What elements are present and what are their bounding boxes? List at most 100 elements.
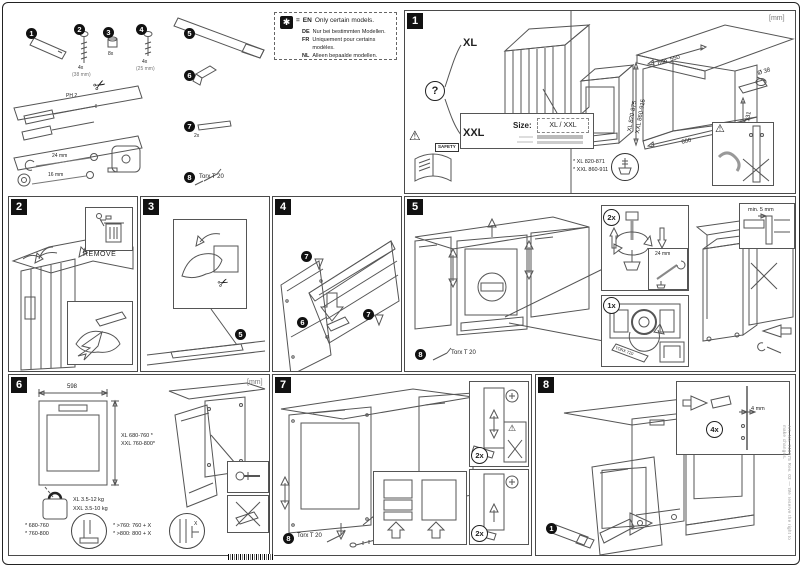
- barcode: 740875: [226, 554, 276, 565]
- note-lang-en: EN: [302, 17, 312, 24]
- wrench-16-label: 16 mm: [48, 172, 64, 178]
- extension-x-label: X: [194, 521, 198, 527]
- part-7-callout: 7: [301, 251, 312, 262]
- wrong-mount-inset: [227, 495, 269, 533]
- panel-height-xl: XL 680-760 *: [121, 433, 153, 439]
- clip-qty: 4x: [706, 421, 723, 438]
- step-3-illustration: [146, 308, 266, 366]
- part-1-number: 1: [26, 28, 37, 39]
- part-7-callout: 7: [363, 309, 374, 320]
- cut-strip-inset: ✂: [173, 219, 247, 309]
- part-7-qty: 2x: [194, 133, 200, 139]
- size-label: Size:: [513, 121, 532, 130]
- rating-label: Size: XL / XXL: [460, 113, 594, 149]
- warning-icon: ⚠: [409, 128, 421, 143]
- part-3-number: 3: [103, 27, 114, 38]
- height-note-2a: * >760: 760 + X: [113, 523, 152, 529]
- gap-dimension-label: 4 mm: [751, 406, 765, 412]
- parts-illustration: [13, 17, 265, 187]
- print-reference-note: Art. No. 740875 Rev. 03 — We reserve the…: [782, 425, 792, 541]
- extension-detail-circle: X: [169, 513, 205, 549]
- torx-tool-label: Torx T 20: [297, 533, 322, 539]
- step-4-illustration: [280, 240, 400, 371]
- strip-removal-inset: [67, 301, 133, 365]
- parts-and-tools-area: 1 2 3 4 5 6 7 8 4x (38 mm) 8x 4x (25 mm)…: [8, 8, 268, 192]
- panel-bottom-detail-circle: [71, 513, 107, 549]
- torx-tool-label: Torx T 20: [451, 350, 476, 356]
- note-text-nl: Alleen bepaalde modellen.: [312, 52, 378, 59]
- step-3-panel: 3 ✂ 5: [140, 196, 270, 372]
- part-8-number: 8: [184, 172, 195, 183]
- asterisk-icon: ✱: [280, 16, 293, 29]
- note-lang-nl: NL: [302, 52, 310, 59]
- part-2-qty: 4x: [78, 65, 84, 71]
- step-3-badge: 3: [143, 199, 159, 215]
- part-7-number: 7: [184, 121, 195, 132]
- height-note-2b: * >800: 800 + X: [113, 531, 152, 537]
- size-value-box: XL / XXL: [537, 118, 589, 133]
- part-8-callout: 8: [415, 349, 426, 360]
- part-5-callout: 5: [235, 329, 246, 340]
- min-gap-inset: min. 5 mm: [739, 203, 795, 249]
- mounting-screw-inset: [227, 461, 269, 493]
- rear-foot-adjust-inset: TORX T20: [601, 295, 689, 367]
- foot-note-xxl: * XXL 860-911: [573, 167, 609, 173]
- part-4-number: 4: [136, 24, 147, 35]
- hose-warning-inset: ⚠: [712, 122, 774, 186]
- part-3-qty: 8x: [108, 51, 114, 57]
- panel-weight-xl: XL 3.5-12 kg: [73, 497, 104, 503]
- note-lang-fr: FR: [302, 36, 310, 43]
- min-gap-label: min. 5 mm: [748, 207, 774, 213]
- warning-icon: ⚠: [508, 423, 517, 433]
- panel-height-xxl: XXL 760-800*: [121, 441, 156, 447]
- part-2-number: 2: [74, 24, 85, 35]
- safety-booklet-label: SAFETY: [435, 143, 459, 152]
- certain-models-note: ✱ = EN Only certain models. DE Nur bei b…: [274, 12, 397, 60]
- part-8-callout: 8: [283, 533, 294, 544]
- step-5-illustration: [414, 214, 795, 361]
- dispose-icon-box: [85, 207, 133, 251]
- step-2-badge: 2: [11, 199, 27, 215]
- bottom-bracket-qty: 2x: [471, 525, 488, 542]
- clip-gap-inset: 4 mm: [676, 381, 790, 455]
- size-value: XL / XXL: [549, 122, 577, 129]
- part-4-size: (25 mm): [136, 66, 155, 72]
- size-option-xl: XL: [463, 37, 478, 49]
- barcode-bars: [228, 554, 274, 560]
- step-2-illustration: [11, 238, 134, 371]
- step-8-panel: 8: [535, 374, 796, 556]
- label-field-caption: [517, 141, 533, 143]
- front-feet-qty: 2x: [603, 209, 620, 226]
- top-bracket-qty: 2x: [471, 447, 488, 464]
- step-5-panel: 5: [404, 196, 796, 372]
- part-2-size: (38 mm): [72, 72, 91, 78]
- phillips-size-label: PH 2: [66, 93, 78, 99]
- foot-note-xl: * XL 820-871: [573, 159, 605, 165]
- step-2-panel: 2 REMOVE: [8, 196, 138, 372]
- part-6-number: 6: [184, 70, 195, 81]
- label-data-bar: [537, 141, 583, 144]
- step-8-badge: 8: [538, 377, 554, 393]
- step-5-badge: 5: [407, 199, 423, 215]
- note-text-en: Only certain models.: [314, 17, 375, 24]
- equals-sign: =: [296, 17, 300, 24]
- size-option-xxl: XXL: [463, 127, 485, 139]
- height-note-1a: * 680-760: [25, 523, 49, 529]
- step-4-panel: 4 7 7 6: [272, 196, 402, 372]
- part-1-callout: 1: [546, 523, 557, 534]
- remove-label: REMOVE: [83, 251, 117, 258]
- units-label: [mm]: [247, 379, 263, 386]
- part-5-number: 5: [184, 28, 195, 39]
- door-section-inset: [373, 471, 467, 545]
- units-label: [mm]: [769, 15, 785, 22]
- part-6-callout: 6: [297, 317, 308, 328]
- adjustable-foot-icon: [611, 153, 639, 181]
- label-field-caption: [519, 136, 533, 138]
- part-4-qty: 4x: [142, 59, 148, 65]
- step-6-panel: 6 [mm] 598 XL 680-760 *: [8, 374, 270, 556]
- step-1-badge: 1: [407, 13, 423, 29]
- panel-weight-xxl: XXL 3.5-10 kg: [73, 506, 108, 512]
- wrench-size-inset: 24 mm: [648, 248, 688, 290]
- rear-foot-qty: 1x: [603, 297, 620, 314]
- label-data-bar: [537, 135, 583, 139]
